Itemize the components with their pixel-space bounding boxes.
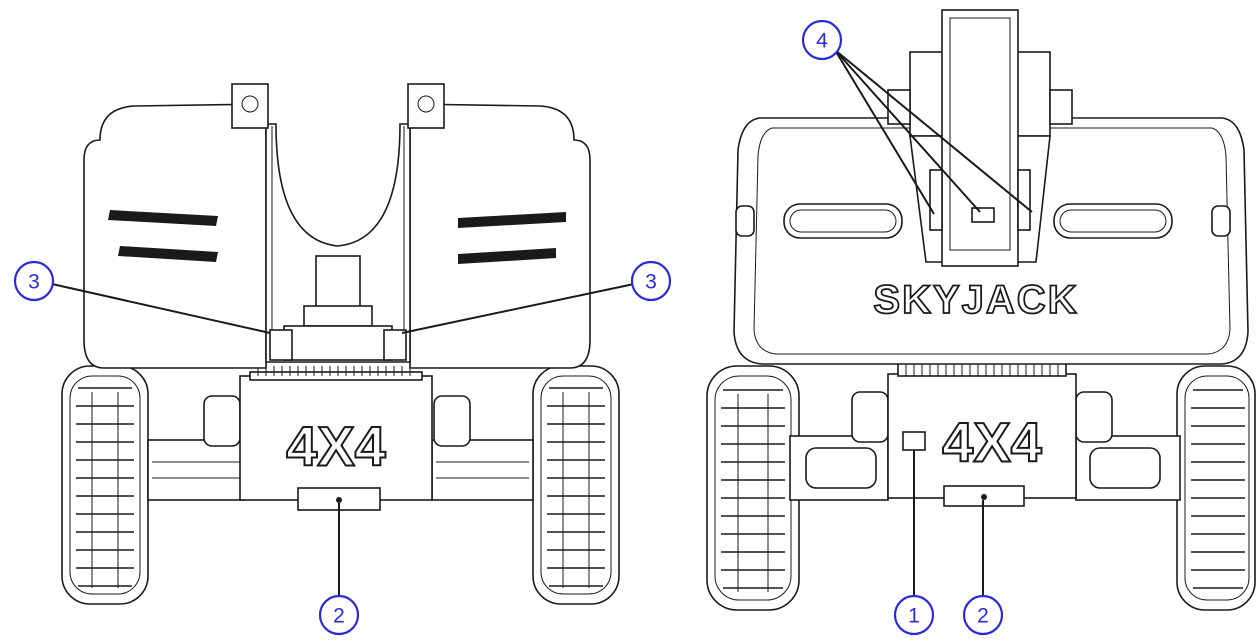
rear-axle bbox=[147, 395, 534, 501]
front-right-tire bbox=[1176, 365, 1256, 611]
callout-1: 1 bbox=[893, 594, 935, 636]
svg-text:2: 2 bbox=[333, 605, 345, 628]
rear-right-tire bbox=[532, 365, 620, 605]
front-label-plate bbox=[902, 431, 926, 451]
leader-4-b bbox=[834, 49, 981, 213]
callout-3-right: 3 bbox=[630, 260, 672, 302]
svg-text:4: 4 bbox=[816, 30, 828, 53]
svg-text:1: 1 bbox=[908, 605, 920, 628]
rear-view: 4X4 bbox=[13, 83, 672, 636]
callout-3-left: 3 bbox=[13, 260, 55, 302]
rear-left-tire bbox=[61, 365, 149, 605]
rear-center-mechanism bbox=[269, 255, 407, 361]
leader-3-right bbox=[401, 283, 635, 334]
front-boom bbox=[887, 9, 1073, 267]
svg-text:3: 3 bbox=[28, 271, 40, 294]
leader-4-c bbox=[834, 49, 1033, 213]
svg-text:3: 3 bbox=[645, 271, 657, 294]
rear-drive-housing: 4X4 bbox=[239, 366, 433, 511]
brand-logo: SKYJACK bbox=[873, 278, 1078, 322]
front-4x4-label: 4X4 bbox=[942, 411, 1042, 474]
front-left-tire bbox=[706, 365, 800, 611]
rear-4x4-label: 4X4 bbox=[286, 415, 386, 478]
callout-2-rear: 2 bbox=[318, 594, 360, 636]
front-view: 4X4 SKYJACK bbox=[706, 9, 1256, 636]
leader-4-a bbox=[834, 49, 935, 215]
svg-text:2: 2 bbox=[977, 605, 989, 628]
leader-3-left bbox=[51, 283, 271, 334]
callout-4: 4 bbox=[801, 19, 843, 61]
front-drive-housing: 4X4 bbox=[887, 361, 1077, 507]
callout-2-front: 2 bbox=[962, 594, 1004, 636]
front-axle bbox=[789, 391, 1181, 501]
